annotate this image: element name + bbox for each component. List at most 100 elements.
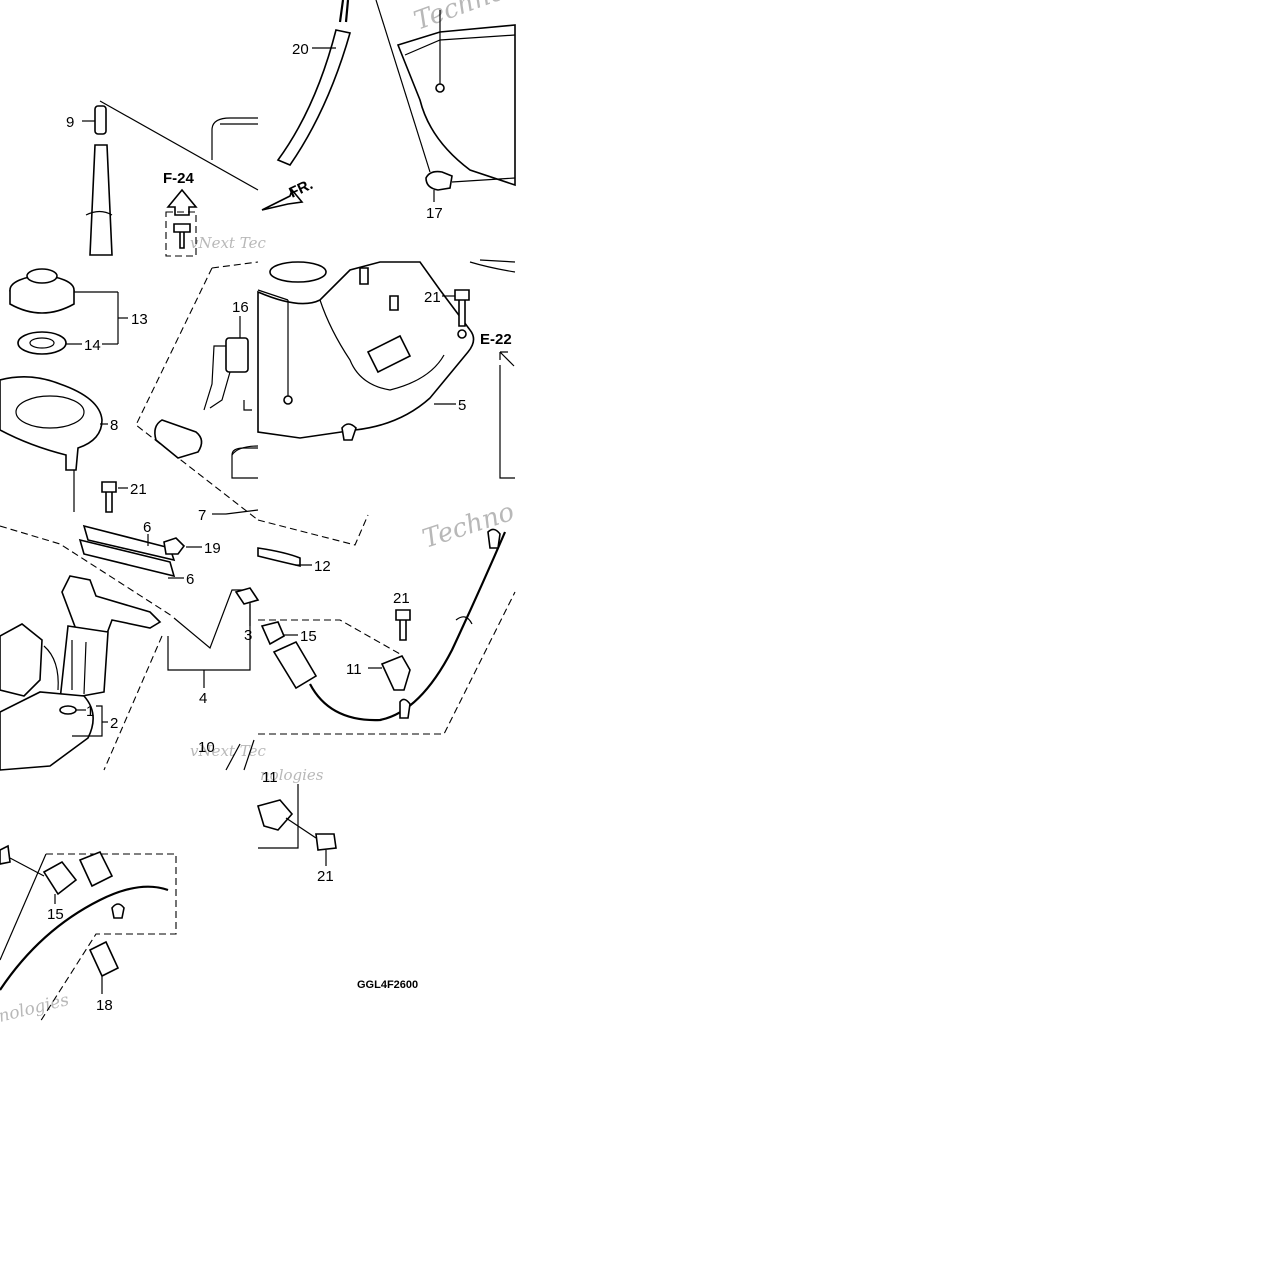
part-13-cap-side [9, 290, 75, 314]
callout-18: 18 [96, 997, 113, 1014]
part-16-float [154, 419, 203, 459]
dash-line-9 [99, 100, 259, 191]
part-18-clip [88, 940, 120, 978]
watermark-line: vNext Tec [190, 234, 266, 252]
tank-bolt-hole [457, 329, 467, 339]
connector-housing [78, 850, 114, 888]
watermark-sub-2: nologies [0, 990, 71, 1027]
tank-filler-neck [269, 261, 327, 283]
fuel-hose [309, 531, 507, 722]
callout-15b: 15 [47, 906, 64, 923]
bolt-f24 [173, 223, 191, 249]
callout-13: 13 [131, 311, 148, 328]
callout-14: 14 [84, 337, 101, 354]
clamp-group: 10 11 21 [198, 739, 337, 885]
sender-tab [243, 400, 252, 411]
part-1-oring [59, 705, 77, 715]
tank-pump-plate [366, 334, 412, 374]
hose-band-lower [399, 698, 411, 719]
part-15-connector-a [260, 621, 286, 646]
part-16-connector [225, 337, 249, 373]
ref-f24: F-24 [163, 170, 195, 187]
callout-15a: 15 [300, 628, 317, 645]
callout-10: 10 [198, 739, 215, 756]
part-8-seal [0, 376, 103, 471]
callout-21-left: 21 [130, 481, 147, 498]
callout-7: 7 [198, 507, 206, 524]
bolt-21-bottom [315, 833, 337, 851]
part-17-clip [425, 170, 453, 191]
tank-top-strip [469, 259, 516, 273]
callout-1: 1 [86, 703, 94, 720]
filler-group: 13 14 8 21 [0, 268, 148, 513]
hose-group: 15 21 11 [258, 528, 516, 735]
ref-fr: FR. [287, 176, 316, 202]
tank-studs [359, 267, 399, 311]
hose-end-fitting [487, 528, 501, 549]
part-2-strainer [0, 691, 94, 771]
hose-dash-bottom [258, 591, 516, 735]
sender-wires [203, 345, 231, 411]
callout-2: 2 [110, 715, 118, 732]
part-11-clamp-b [256, 799, 294, 831]
watermark-line-2: vNext Tec [190, 742, 266, 760]
callout-3: 3 [244, 627, 252, 644]
bolt-21-shaft [285, 817, 317, 839]
callout-11a: 11 [346, 661, 362, 678]
strip-group: 12 7 [198, 507, 331, 575]
callout-6a: 6 [143, 519, 151, 536]
callout-9: 9 [66, 114, 74, 131]
tank-group: 5 21 E-22 [231, 259, 516, 479]
bolt-21-hose [395, 609, 411, 641]
callout-5: 5 [458, 397, 466, 414]
part-6-plate-b [78, 538, 176, 578]
pump-group: 4 6 6 19 1 2 3 [0, 519, 260, 771]
callout-20: 20 [292, 41, 309, 58]
connector-group: 15 18 [0, 844, 177, 1023]
callout-4: 4 [199, 690, 207, 707]
tank-leader-16 [257, 289, 289, 301]
clip-17-arm [451, 177, 516, 183]
part-hose-tube [89, 144, 113, 256]
part-9-fitting [94, 105, 107, 135]
tank-contour [319, 299, 445, 391]
part-20-hose [276, 29, 352, 166]
hose-dash-top [258, 619, 401, 655]
part-3-fitting [234, 587, 260, 605]
f24-arrow [166, 188, 198, 216]
breather-group: 9 F-24 FR. [66, 100, 316, 257]
bracket-10-lines [225, 739, 255, 771]
part-tray [396, 24, 516, 187]
connector-dash-left [0, 853, 47, 961]
connector-hose [0, 885, 169, 991]
part-19-nut [163, 537, 186, 555]
tank-lower-guard [231, 445, 259, 456]
callout-21-hose: 21 [393, 590, 410, 607]
callout-6b: 6 [186, 571, 194, 588]
leader-2-bracket [72, 705, 103, 737]
part-14-gasket-inner [29, 337, 55, 349]
callout-19: 19 [204, 540, 221, 557]
tray-group: 20 17 [276, 0, 516, 222]
callout-16: 16 [232, 299, 249, 316]
callout-21-tank: 21 [424, 289, 441, 306]
fr-arrow [261, 188, 304, 211]
watermark-layer: Techno vNext Tec Techno vNext Tec nologi… [0, 0, 518, 1027]
pump-bracket-4 [167, 589, 251, 671]
bolt-21-tank [454, 289, 470, 327]
tank-mount-hole [283, 395, 293, 405]
watermark-brand-2: Techno [419, 497, 518, 555]
part-11-clamp [380, 654, 411, 691]
part-5-tank [257, 261, 475, 439]
part-6-plate-a [82, 524, 176, 562]
bracket-11-b [258, 784, 299, 849]
tray-edge [211, 117, 258, 160]
hose-20-top [338, 0, 350, 23]
hose-band-mid [455, 616, 473, 625]
e22-bracket [499, 365, 515, 479]
part-14-gasket [17, 331, 67, 355]
connector-leader [9, 857, 45, 877]
strip-7-line [225, 509, 259, 515]
e22-arrow [499, 351, 515, 367]
part-4-pump-bracket [0, 623, 43, 697]
